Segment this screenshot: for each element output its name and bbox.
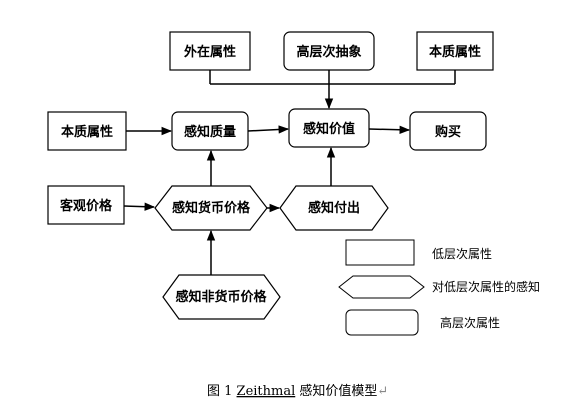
node-perceived-nonmonetary-price-label: 感知非货币价格 xyxy=(175,289,267,305)
figure-caption: 图 1 Zeithmal 感知价值模型↵ xyxy=(207,383,388,399)
node-perceived-quality-label: 感知质量 xyxy=(184,124,236,140)
node-intrinsic-attributes-top: 本质属性 xyxy=(416,31,494,71)
legend-label-perception: 对低层次属性的感知 xyxy=(432,279,540,294)
arrow-quality-to-value xyxy=(247,125,290,134)
legend-label-low-level: 低层次属性 xyxy=(432,247,492,261)
node-high-abstraction: 高层次抽象 xyxy=(283,31,375,71)
node-external-attributes-label: 外在属性 xyxy=(183,44,236,60)
node-perceived-value-label: 感知价值 xyxy=(303,121,355,137)
node-objective-price: 客观价格 xyxy=(47,185,125,225)
node-intrinsic-attributes-left-label: 本质属性 xyxy=(61,124,113,140)
node-perceived-sacrifice-label: 感知付出 xyxy=(308,200,360,216)
legend-swatch-hexagon xyxy=(338,275,425,299)
legend: 低层次属性 对低层次属性的感知 高层次属性 xyxy=(338,239,540,336)
node-high-abstraction-label: 高层次抽象 xyxy=(296,44,361,60)
node-intrinsic-attributes-left: 本质属性 xyxy=(47,111,127,151)
node-perceived-monetary-price-label: 感知货币价格 xyxy=(172,200,251,216)
legend-swatch-rounded-rectangle xyxy=(345,309,419,336)
node-perceived-nonmonetary-price: 感知非货币价格 xyxy=(162,274,281,320)
arrow-value-to-purchase xyxy=(368,125,411,134)
node-perceived-value: 感知价值 xyxy=(288,108,370,148)
node-perceived-sacrifice: 感知付出 xyxy=(279,185,389,231)
legend-label-high-level: 高层次属性 xyxy=(440,315,500,330)
node-objective-price-label: 客观价格 xyxy=(60,198,113,214)
legend-item-high-level: 高层次属性 xyxy=(345,309,500,336)
caption-suffix: 感知价值模型 xyxy=(295,383,377,399)
node-external-attributes: 外在属性 xyxy=(169,31,251,71)
caption-name: Zeithmal xyxy=(237,384,296,399)
top-bracket-connector xyxy=(209,70,456,110)
node-perceived-quality: 感知质量 xyxy=(171,111,249,151)
legend-swatch-rectangle xyxy=(345,239,415,266)
node-intrinsic-attributes-top-label: 本质属性 xyxy=(429,44,481,60)
legend-item-low-level: 低层次属性 xyxy=(345,239,492,266)
node-perceived-monetary-price: 感知货币价格 xyxy=(154,185,268,231)
caption-paragraph-mark: ↵ xyxy=(377,384,388,399)
caption-prefix: 图 1 xyxy=(207,384,237,399)
legend-item-perception: 对低层次属性的感知 xyxy=(338,275,540,299)
arrow-objective-to-monetary xyxy=(123,202,156,211)
node-purchase: 购买 xyxy=(409,111,487,151)
node-purchase-label: 购买 xyxy=(435,124,461,140)
